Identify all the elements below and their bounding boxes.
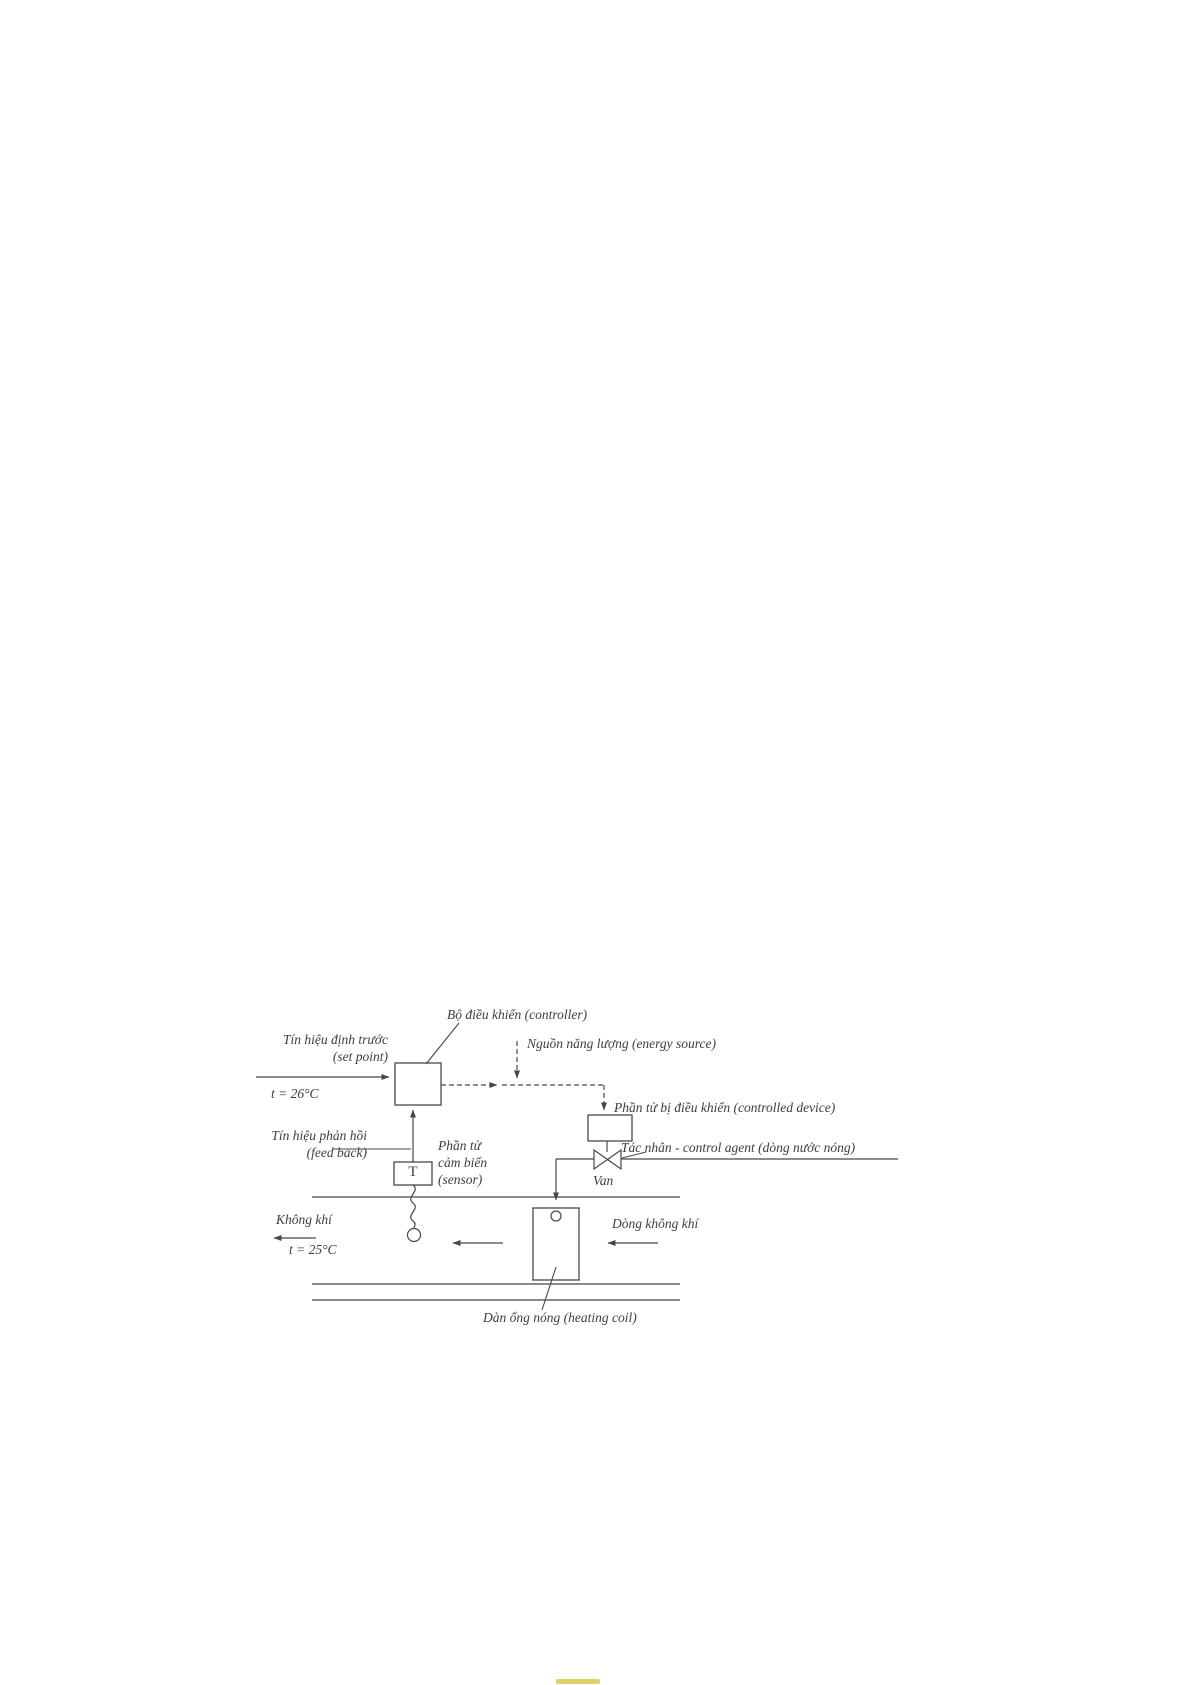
- footer-highlight-mark: [556, 1679, 600, 1684]
- air-flow-label: Dòng không khí: [612, 1216, 699, 1231]
- sensor-label-line2: cảm biến: [438, 1155, 488, 1170]
- valve-label: Van: [593, 1173, 614, 1188]
- heating-coil-inlet-circle: [550, 1210, 562, 1222]
- heating-coil-label: Dàn ống nóng (heating coil): [483, 1310, 637, 1325]
- control-agent-label-pointer: [621, 1151, 647, 1159]
- controller-label-pointer-line: [425, 1022, 460, 1065]
- sensor-label-line3: (sensor): [438, 1172, 483, 1187]
- controlled-device-box: [587, 1114, 633, 1142]
- sensor-probe-squiggle: [410, 1184, 416, 1229]
- sensor-symbol-t: T: [408, 1164, 418, 1180]
- sensor-bulb: [406, 1227, 422, 1243]
- feedback-label-line1: Tín hiệu phản hồi: [271, 1128, 367, 1143]
- control-agent-label: Tác nhân - control agent (dòng nước nóng…: [621, 1140, 856, 1155]
- controller-label: Bộ điều khiển (controller): [447, 1007, 588, 1022]
- set-point-label-line1: Tín hiệu định trước: [283, 1032, 388, 1047]
- set-point-label: Tín hiệu định trước (set point): [250, 1031, 388, 1065]
- controller-box: [394, 1062, 442, 1106]
- feedback-label: Tín hiệu phản hồi (feed back): [250, 1127, 367, 1161]
- outlet-air-label: Không khí: [276, 1212, 332, 1227]
- energy-source-label: Nguồn năng lượng (energy source): [527, 1036, 717, 1051]
- feedback-label-line2: (feed back): [306, 1145, 367, 1160]
- sensor-label-line1: Phần tử: [438, 1138, 481, 1153]
- heating-coil-box: [532, 1207, 580, 1281]
- set-point-label-line2: (set point): [332, 1049, 388, 1064]
- sensor-label: Phần tử cảm biến (sensor): [438, 1137, 487, 1188]
- valve-icon-right: [606, 1148, 622, 1171]
- controlled-device-label: Phần tử bị điều khiển (controlled device…: [614, 1100, 836, 1115]
- valve-icon-left: [593, 1148, 609, 1171]
- outlet-air-temp: t = 25°C: [289, 1242, 337, 1257]
- heating-coil-label-pointer: [541, 1266, 557, 1311]
- set-point-value: t = 26°C: [271, 1086, 319, 1101]
